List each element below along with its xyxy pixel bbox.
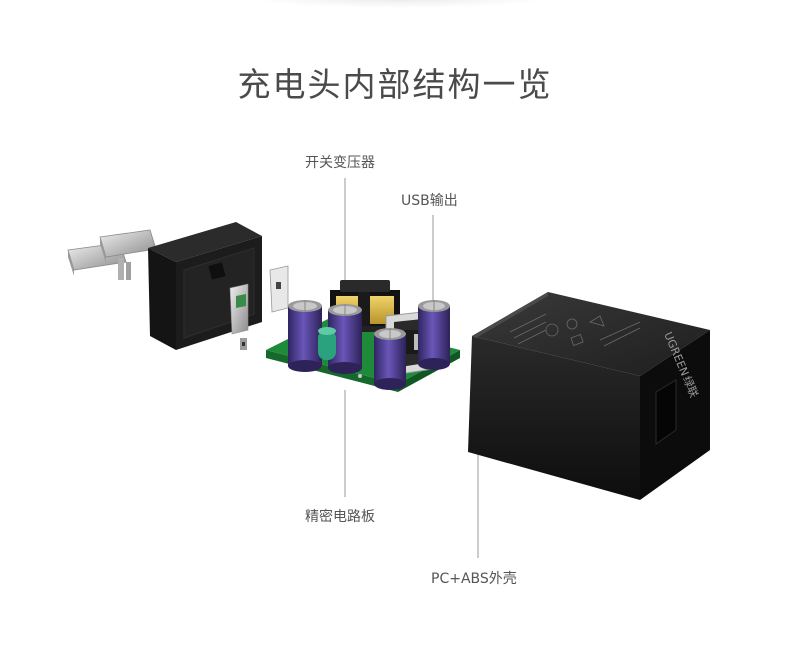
cccp-mark-icon xyxy=(566,318,578,330)
callout-pcb: 精密电路板 xyxy=(305,509,375,525)
outer-shell: UGREEN 绿联 xyxy=(468,292,710,500)
contact-clip-left xyxy=(229,283,249,335)
plug-housing xyxy=(148,222,262,350)
page-title: 充电头内部结构一览 xyxy=(237,65,553,104)
plug-pin-right xyxy=(99,229,157,258)
capacitors xyxy=(288,300,450,390)
capacitor-3 xyxy=(374,328,406,390)
top-shadow xyxy=(250,0,550,8)
callout-usb-output: USB输出 xyxy=(401,193,458,209)
plug-housing-front xyxy=(148,248,176,350)
shell-top-face xyxy=(472,292,710,376)
capacitor-4 xyxy=(418,300,450,370)
shell-printed-label xyxy=(509,313,641,347)
double-insulation-icon xyxy=(570,334,584,346)
callout-switch-transformer: 开关变压器 xyxy=(305,155,375,171)
plug-housing-top xyxy=(148,222,262,262)
shell-front-face xyxy=(468,336,640,500)
inductor xyxy=(318,327,336,360)
plug-pins xyxy=(67,229,157,280)
shell-usb-opening xyxy=(655,379,677,445)
capacitor-1 xyxy=(288,300,322,372)
internal-contacts xyxy=(229,265,289,350)
callout-shell: PC+ABS外壳 xyxy=(431,571,517,587)
recycle-mark-icon xyxy=(589,315,605,327)
